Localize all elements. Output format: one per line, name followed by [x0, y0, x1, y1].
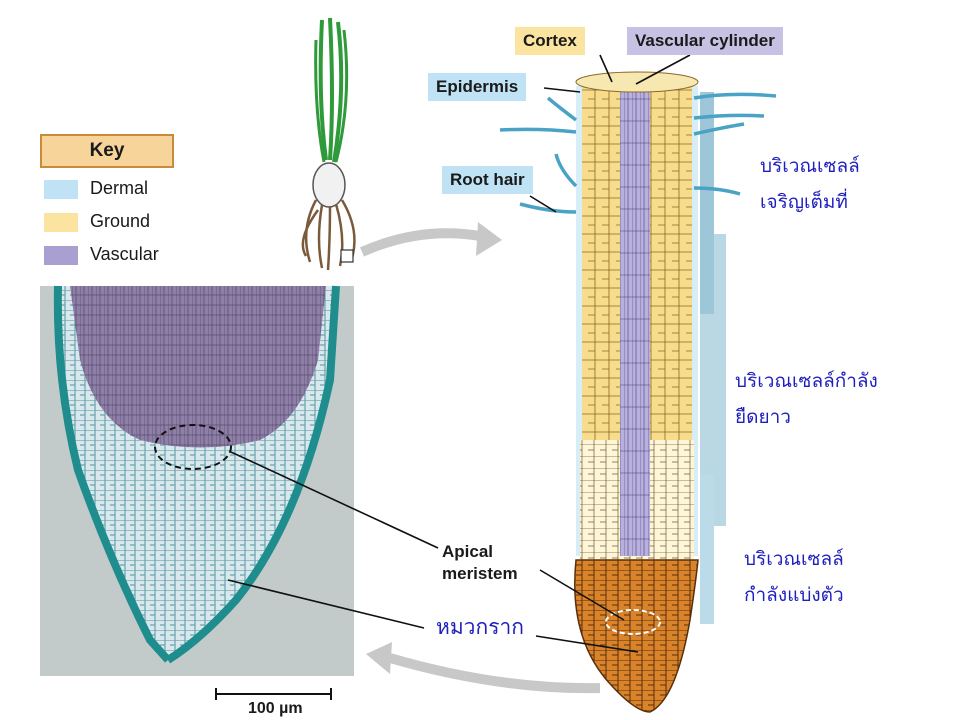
vascular-cylinder-label: Vascular cylinder	[627, 27, 783, 55]
scale-bar-label: 100 µm	[248, 700, 303, 718]
apical-meristem-label: Apical meristem	[442, 541, 518, 585]
cortex-label: Cortex	[515, 27, 585, 55]
zone-label-division: บริเวณเซลล์ กำลังแบ่งตัว	[744, 541, 844, 613]
leader-lines	[227, 54, 691, 653]
key-label-vascular: Vascular	[90, 244, 159, 264]
zoom-arrow-right	[359, 228, 481, 257]
zone-maturation-line2: เจริญเต็มที่	[760, 191, 848, 213]
onion-illustration	[301, 17, 356, 271]
onion-zoom-box	[340, 249, 354, 263]
apical-meristem-line1: Apical	[442, 542, 494, 561]
key-swatch-dermal	[44, 180, 78, 199]
micrograph-meristem-outline	[154, 424, 232, 470]
scale-bar	[215, 688, 332, 700]
zone-elongation-line1: บริเวณเซลล์กำลัง	[735, 370, 878, 392]
zone-bar-division	[700, 474, 714, 624]
micrograph	[40, 285, 354, 676]
key-label-ground: Ground	[90, 211, 151, 231]
scale-bar-unit: µm	[279, 700, 303, 717]
key-swatch-ground	[44, 213, 78, 232]
root-hair-label: Root hair	[442, 166, 533, 194]
root-hairs	[499, 92, 777, 214]
epidermis-label: Epidermis	[428, 73, 527, 101]
key-title: Key	[40, 134, 174, 168]
return-arrow-left	[388, 653, 601, 694]
zone-elongation-line2: ยืดยาว	[735, 406, 791, 428]
zone-label-maturation: บริเวณเซลล์ เจริญเต็มที่	[760, 148, 860, 220]
key-swatch-vascular	[44, 246, 78, 265]
apical-meristem-line2: meristem	[442, 564, 518, 583]
root-cap-label: หมวกราก	[436, 615, 524, 639]
root-section	[574, 71, 699, 713]
zone-maturation-line1: บริเวณเซลล์	[760, 155, 860, 177]
root-meristem-outline	[605, 609, 661, 635]
scale-bar-value: 100	[248, 700, 275, 717]
key-label-dermal: Dermal	[90, 178, 149, 198]
zone-division-line1: บริเวณเซลล์	[744, 548, 844, 570]
zone-label-elongation: บริเวณเซลล์กำลัง ยืดยาว	[735, 363, 878, 435]
zone-division-line2: กำลังแบ่งตัว	[744, 584, 844, 606]
